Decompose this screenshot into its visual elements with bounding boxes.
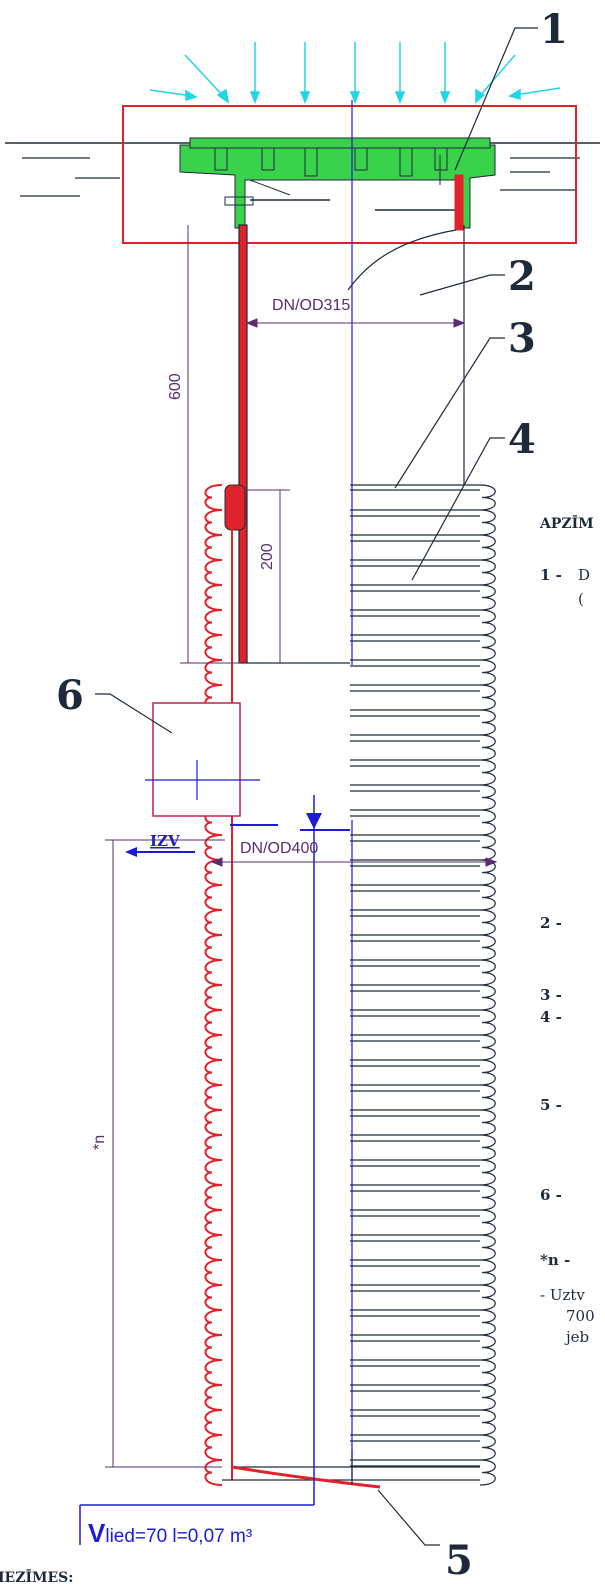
footnote-line-1: - Uztv [540,1286,585,1304]
dimension-600: 600 [167,373,184,400]
volume-label-prefix: V [88,1518,106,1548]
grate-assembly [179,137,496,231]
note-num-5: 5 - [540,1096,562,1114]
bottom-heading: IEZĪMES: [0,1567,73,1584]
top-pipe [238,224,465,664]
callout-1: 1 [540,6,568,53]
note-num-6: 6 - [540,1186,562,1204]
dimension-lines [105,225,498,1468]
note-num-2: 2 - [540,914,562,932]
dimension-dn-od315: DN/OD315 [272,297,350,314]
callout-5: 5 [445,1537,473,1584]
note-num-1: 1 - [540,566,562,584]
corrugated-pipe [204,484,496,1486]
dimension-n: *n [91,1135,108,1150]
socket-seal [224,484,246,531]
callout-2: 2 [508,253,536,300]
callout-6: 6 [56,672,84,719]
bottom-plate [222,1450,480,1489]
note-text-1b: ( [578,590,584,608]
callout-4: 4 [508,416,536,463]
volume-label: Vlied=70 l=0,07 m³ [88,1518,252,1548]
footnote-line-2: 700 [566,1307,595,1325]
dimension-200: 200 [259,543,276,570]
callout-3: 3 [508,315,536,362]
dimension-dn-od400: DN/OD400 [240,840,318,857]
outlet-fitting [79,702,350,1545]
izv-label: IZV [150,832,180,850]
footnote-line-3: jeb [564,1328,589,1346]
note-num-n: *n - [540,1251,570,1269]
notes-heading: APZĪM [539,513,594,532]
volume-label-rest: lied=70 l=0,07 m³ [105,1526,252,1547]
grate-highlight-frame [122,105,577,244]
load-arrows [149,42,561,105]
izv-outlet-arrow: IZV [125,832,195,857]
note-text-1: D [578,566,590,584]
note-num-3: 3 - [540,986,562,1004]
note-num-4: 4 - [540,1008,562,1026]
callout-leaders [95,27,538,1546]
